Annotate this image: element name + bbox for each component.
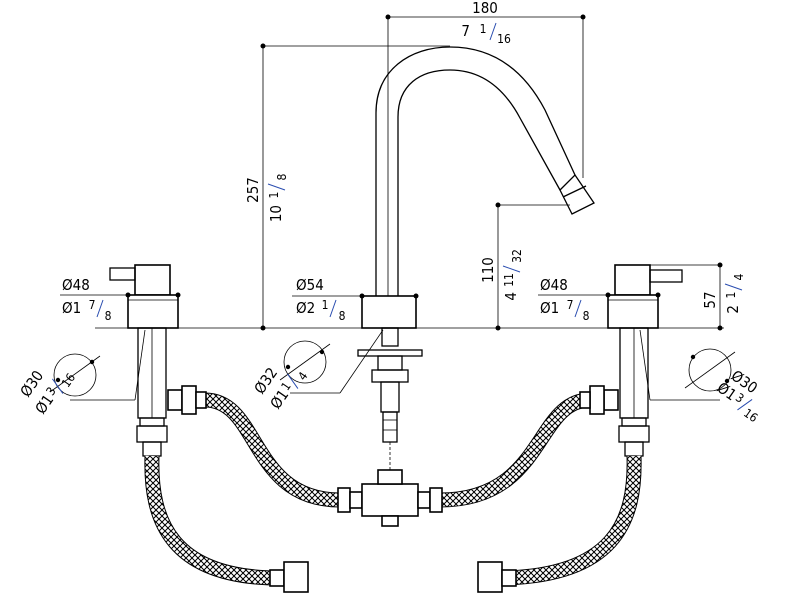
right-hole-dia-den: 16 <box>741 406 760 425</box>
outlet-height-den: 32 <box>510 249 524 263</box>
right-handle-dia-mm: Ø48 <box>540 276 568 294</box>
right-handle-dia-den: 8 <box>583 309 590 323</box>
spout-height-den: 8 <box>275 173 289 180</box>
center-hole-dia-den: 4 <box>295 369 310 383</box>
spout-height-in: 10 <box>267 205 285 222</box>
spout-base-dia-den: 8 <box>339 309 346 323</box>
right-handle-dia-in: Ø1 <box>540 299 559 317</box>
handle-height-mm: 57 <box>701 291 719 308</box>
right-handle-dia-num: 7 <box>567 298 574 312</box>
dimension-lines <box>49 14 736 401</box>
right-handle <box>607 264 683 457</box>
handle-height-in: 2 <box>724 305 742 314</box>
handle-height-num: 1 <box>724 292 738 299</box>
spout-reach-den: 16 <box>497 32 511 46</box>
spout-height-num: 1 <box>267 192 281 199</box>
outlet-height-num: 11 <box>502 273 516 287</box>
left-handle-dia-den: 8 <box>105 309 112 323</box>
spout-base-dia-num: 1 <box>322 298 329 312</box>
hose-fittings <box>167 385 619 593</box>
spout-reach-num: 1 <box>480 22 487 36</box>
supply-hoses <box>144 392 642 586</box>
left-hole-dia-den: 16 <box>59 371 78 390</box>
outlet-height-in: 4 <box>502 292 520 301</box>
spout-height-mm: 257 <box>244 177 262 203</box>
left-handle <box>109 264 179 457</box>
left-handle-dia-mm: Ø48 <box>62 276 90 294</box>
outlet-height-mm: 110 <box>479 257 497 283</box>
handle-height-den: 4 <box>732 273 746 280</box>
spout <box>357 46 595 470</box>
left-handle-dia-in: Ø1 <box>62 299 81 317</box>
spout-reach-mm: 180 <box>472 0 498 17</box>
spout-reach-in: 7 <box>461 22 470 40</box>
left-handle-dia-num: 7 <box>89 298 96 312</box>
spout-base-dia-mm: Ø54 <box>296 276 324 294</box>
spout-base-dia-in: Ø2 <box>296 299 315 317</box>
